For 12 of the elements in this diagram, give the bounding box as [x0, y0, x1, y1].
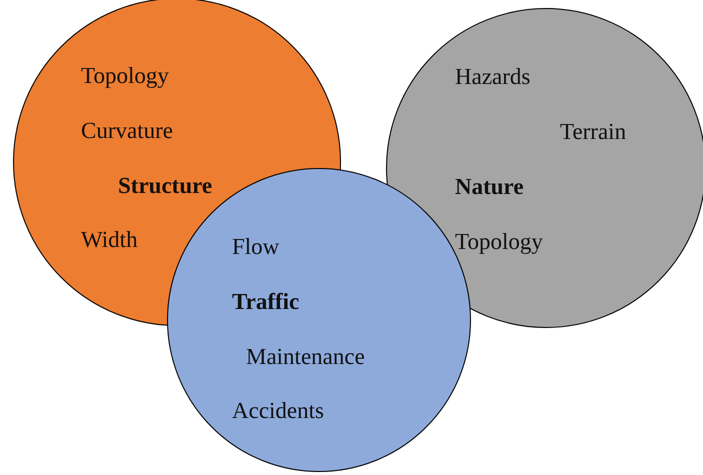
- circle-label: Topology: [455, 228, 543, 256]
- circle-label: Width: [81, 226, 138, 254]
- circle-label: Topology: [81, 62, 169, 90]
- circle-label: Traffic: [232, 288, 300, 316]
- circle-label: Nature: [455, 173, 524, 201]
- circle-label: Structure: [118, 172, 212, 200]
- circle-label: Curvature: [81, 117, 173, 145]
- circle-label: Hazards: [455, 63, 530, 91]
- circle-label: Flow: [232, 233, 280, 261]
- circle-label: Maintenance: [246, 343, 365, 371]
- circle-label: Terrain: [560, 118, 626, 146]
- circle-label: Accidents: [232, 397, 324, 425]
